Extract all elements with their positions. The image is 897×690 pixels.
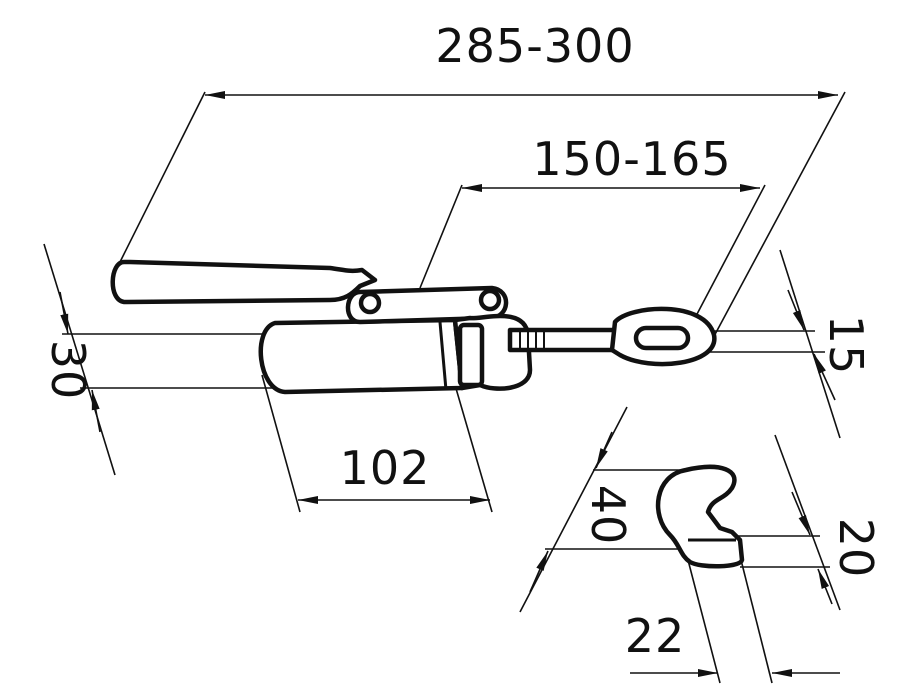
yoke-block	[457, 322, 485, 388]
dim-overall-length: 285-300	[119, 19, 846, 341]
base-length-label: 102	[340, 441, 431, 495]
toggle-latch	[110, 259, 717, 395]
pivot-pin-right	[478, 288, 502, 312]
lever-handle	[110, 259, 378, 305]
dim-catch: 40 20 22	[519, 406, 883, 684]
dim-base-length: 102	[261, 374, 493, 513]
height-left-label: 30	[41, 340, 95, 401]
catch-height-label: 40	[581, 485, 635, 546]
eye-height-label: 15	[819, 315, 873, 376]
catch-slot-label: 20	[829, 518, 883, 579]
base-plate	[258, 317, 465, 395]
dim-hook-reach: 150-165	[419, 132, 766, 336]
dim-eye-height: 15	[690, 249, 873, 439]
eye-slot	[633, 325, 691, 351]
hook-reach-label: 150-165	[532, 132, 731, 186]
pivot-pin-left	[358, 291, 382, 315]
catch-hook	[655, 464, 745, 569]
catch-width-label: 22	[625, 609, 686, 663]
overall-length-label: 285-300	[435, 19, 634, 73]
catch-plate	[655, 464, 745, 569]
threaded-rod	[507, 327, 623, 353]
